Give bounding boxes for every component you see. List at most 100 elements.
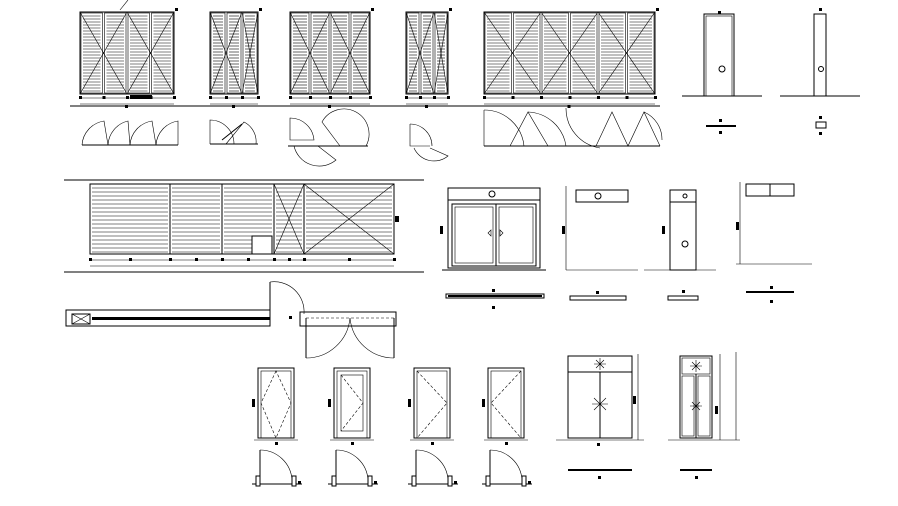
dimension-tick [597, 443, 600, 446]
jamb [521, 475, 527, 487]
dimension-tick [351, 442, 354, 445]
dimension-tick [129, 258, 132, 261]
lock-icon [682, 193, 688, 199]
plan-wall-with-doors [65, 281, 397, 359]
swing-arc [225, 121, 257, 145]
dimension-tick [328, 399, 331, 407]
dimension-tick [329, 96, 332, 99]
access-hatch [251, 235, 273, 255]
dimension-tick [273, 258, 276, 261]
swing-arc [349, 317, 395, 359]
dimension-tick [303, 258, 306, 261]
fold-direction-line [289, 11, 331, 95]
dimension-tick [371, 8, 374, 11]
door-leaf [260, 370, 292, 439]
double-glazed-door-with-transom-elevation [668, 352, 740, 479]
fold-leaves [509, 111, 549, 147]
swing-arc [413, 147, 449, 162]
dimension-tick [289, 316, 292, 319]
dimension-tick [505, 442, 508, 445]
dimension-tick [819, 116, 822, 119]
swing-arc [129, 120, 157, 146]
door-panel [226, 12, 242, 94]
dimension-tick [259, 8, 262, 11]
swing-arc [293, 145, 337, 167]
swing-diagonal [490, 370, 522, 439]
dimension-tick [173, 96, 176, 99]
dimension-tick [718, 11, 721, 14]
swing-arc [321, 108, 370, 147]
fold-direction-line [329, 11, 371, 95]
partition-panel [303, 183, 395, 255]
folding-door-4-panel-elevation [79, 8, 178, 108]
folding-door-6-panel-elevation [483, 8, 659, 108]
dimension-tick [819, 8, 822, 11]
swing-arc [209, 119, 235, 145]
door-panel [484, 12, 512, 94]
dimension-tick [736, 222, 739, 230]
folding-door-3-panel-elevation [209, 8, 262, 108]
dimension-tick [625, 96, 629, 99]
door-panel [310, 12, 330, 94]
dimension-tick [770, 300, 773, 303]
swing-arc [489, 449, 523, 481]
door-frame [413, 367, 451, 439]
door-leaf [336, 370, 368, 439]
transom-window [575, 189, 629, 203]
swing-arc [483, 109, 525, 147]
dimension-tick [492, 306, 495, 309]
door-panel [330, 12, 350, 94]
door-frame [705, 15, 733, 97]
fold-direction-line [79, 11, 128, 95]
dimension-tick [102, 96, 106, 99]
door-frame [487, 367, 525, 439]
transom-header [447, 187, 541, 201]
door-frame [333, 367, 371, 439]
dimension-tick [405, 96, 408, 99]
dimension-tick [770, 286, 773, 289]
door-panel [598, 12, 626, 94]
swing-diagonal [416, 370, 448, 439]
door-panel [80, 12, 103, 94]
louvered-folding-door-elevations [70, 0, 660, 108]
dimension-tick [511, 96, 515, 99]
dimension-tick [298, 481, 301, 484]
threshold-mark [130, 95, 152, 99]
large-louvered-partition-elevation [64, 179, 424, 273]
right-glass-inner [498, 206, 534, 264]
hinged-door-elevations [252, 367, 532, 487]
door-panel [290, 12, 310, 94]
fold-direction-line [483, 11, 542, 95]
dimension-tick [209, 96, 212, 99]
dimension-tick [449, 8, 452, 11]
right-glass-panel [495, 203, 537, 267]
dimension-tick [528, 481, 531, 484]
swing-arc [107, 120, 131, 146]
dimension-tick [408, 399, 411, 407]
star-mark-icon [690, 400, 702, 412]
jamb [255, 475, 261, 487]
lock-icon [594, 192, 602, 200]
swing-diagonal [340, 374, 364, 432]
door-leaf [490, 370, 522, 439]
fold-direction-line [597, 11, 656, 95]
fold-direction-line [540, 11, 599, 95]
door-outer-frame [209, 11, 259, 95]
swing-arc [335, 449, 369, 481]
door-panel [541, 12, 569, 94]
door-panel [242, 12, 258, 94]
dimension-tick [597, 96, 600, 99]
dimension-tick [695, 476, 698, 479]
double-door-threshold [299, 311, 397, 327]
dimension-tick [598, 476, 601, 479]
single-door-elevation-side [780, 8, 860, 135]
dimension-tick [195, 258, 198, 261]
dimension-tick [393, 258, 396, 261]
dimension-tick [596, 291, 599, 294]
left-glass-inner [454, 206, 494, 264]
door-leaf [703, 13, 735, 97]
leader-line [119, 0, 129, 11]
dimension-tick [247, 258, 250, 261]
swing-arc [81, 120, 109, 146]
